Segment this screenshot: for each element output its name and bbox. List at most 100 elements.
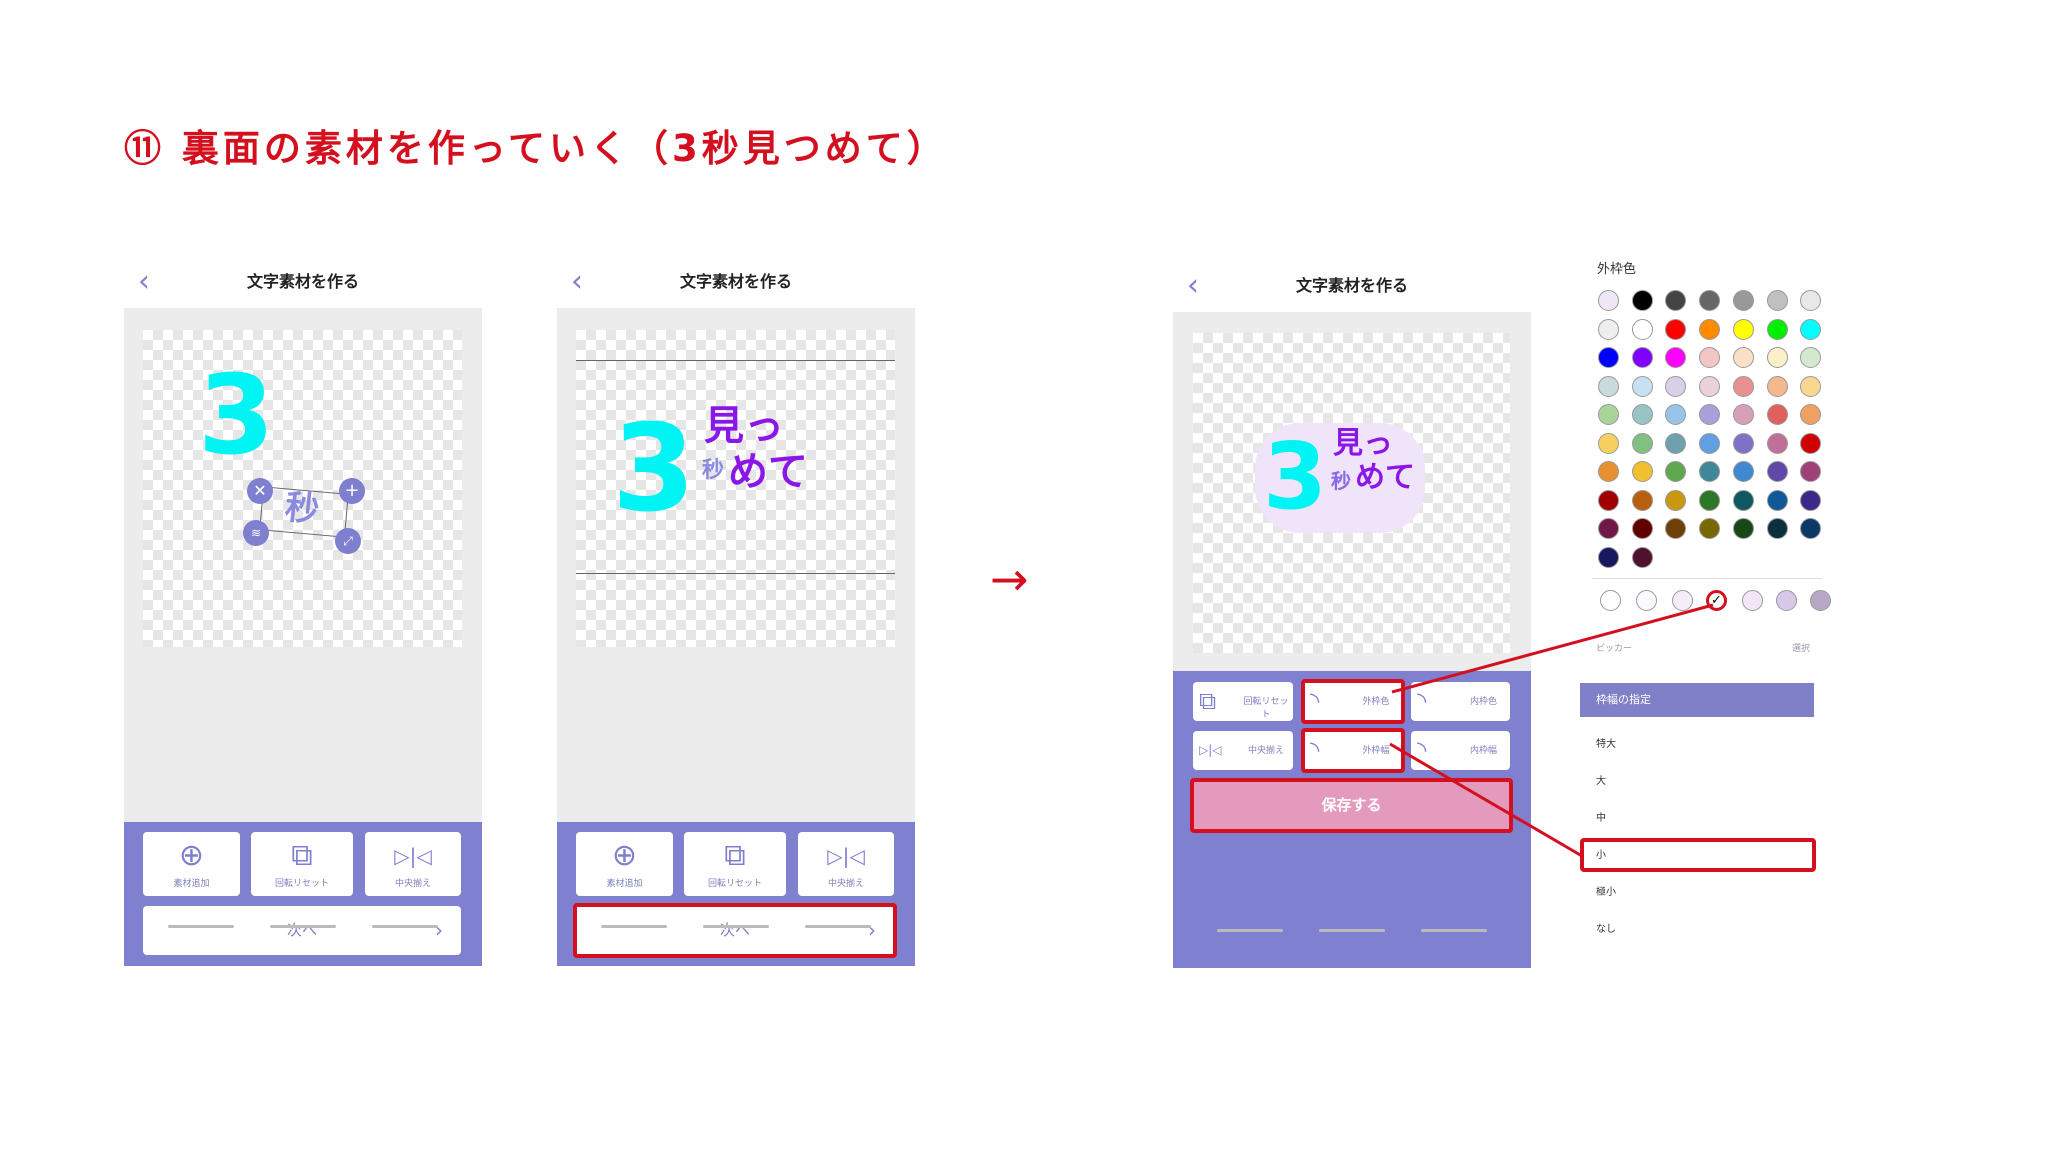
- color-swatch[interactable]: [1631, 461, 1653, 482]
- color-swatch[interactable]: [1598, 347, 1619, 368]
- text-3[interactable]: 3: [198, 351, 275, 479]
- color-swatch[interactable]: [1631, 318, 1653, 340]
- color-swatch[interactable]: [1800, 432, 1822, 454]
- width-option-extra-small[interactable]: 極小: [1596, 887, 1616, 898]
- text-3[interactable]: 3: [612, 400, 696, 539]
- save-button[interactable]: 保存する: [1193, 781, 1510, 830]
- recent-color-swatch[interactable]: [1600, 590, 1621, 611]
- color-swatch[interactable]: [1598, 432, 1619, 454]
- center-align-button[interactable]: ▷|◁中央揃え: [798, 832, 894, 896]
- color-swatch[interactable]: [1631, 546, 1653, 568]
- color-swatch[interactable]: [1631, 432, 1653, 454]
- color-swatch[interactable]: [1766, 432, 1788, 454]
- rotate-reset-button[interactable]: ⧉回転リセット: [1193, 682, 1293, 721]
- canvas[interactable]: 3 見っ 秒 めて: [1193, 333, 1510, 653]
- picker-tab[interactable]: ピッカー: [1596, 644, 1633, 654]
- text-mitsu[interactable]: 見っ: [704, 403, 784, 449]
- color-swatch[interactable]: [1732, 404, 1754, 425]
- width-option-extra-large[interactable]: 特大: [1596, 739, 1616, 750]
- color-swatch[interactable]: [1766, 461, 1788, 482]
- recent-color-swatch[interactable]: [1672, 590, 1693, 611]
- color-swatch[interactable]: [1732, 375, 1754, 397]
- center-align-button[interactable]: ▷|◁中央揃え: [365, 832, 461, 896]
- color-swatch[interactable]: [1665, 347, 1687, 368]
- outer-color-button[interactable]: ◝外枠色: [1304, 682, 1402, 721]
- back-icon[interactable]: ‹: [1187, 268, 1199, 303]
- resize-icon[interactable]: ⤢: [335, 528, 361, 554]
- text-mitsu[interactable]: 見っ: [1333, 426, 1393, 461]
- text-mete[interactable]: めて: [1355, 460, 1415, 495]
- color-swatch[interactable]: [1598, 375, 1619, 397]
- color-swatch[interactable]: [1766, 290, 1788, 311]
- color-swatch[interactable]: [1800, 518, 1822, 539]
- color-swatch[interactable]: [1665, 461, 1687, 482]
- color-swatch[interactable]: [1598, 461, 1619, 482]
- color-swatch[interactable]: [1766, 518, 1788, 539]
- color-swatch[interactable]: [1631, 404, 1653, 425]
- color-swatch[interactable]: [1631, 347, 1653, 368]
- color-swatch[interactable]: [1699, 347, 1721, 368]
- color-swatch[interactable]: [1598, 318, 1619, 340]
- color-swatch[interactable]: [1766, 404, 1788, 425]
- color-swatch[interactable]: [1699, 290, 1721, 311]
- rotate-reset-button[interactable]: ⧉回転リセット: [251, 832, 353, 896]
- color-swatch[interactable]: [1598, 290, 1619, 311]
- color-swatch[interactable]: [1598, 404, 1619, 425]
- color-swatch[interactable]: [1631, 518, 1653, 539]
- color-swatch[interactable]: [1766, 375, 1788, 397]
- back-icon[interactable]: ‹: [138, 264, 150, 299]
- layer-icon[interactable]: ≋: [243, 520, 269, 546]
- color-swatch[interactable]: [1800, 461, 1822, 482]
- color-swatch[interactable]: [1631, 290, 1653, 311]
- width-option-medium[interactable]: 中: [1596, 813, 1606, 824]
- color-swatch[interactable]: [1732, 290, 1754, 311]
- add-material-button[interactable]: ⊕素材追加: [143, 832, 240, 896]
- color-swatch[interactable]: [1732, 461, 1754, 482]
- recent-color-swatch[interactable]: [1636, 590, 1657, 611]
- color-swatch[interactable]: [1732, 347, 1754, 368]
- canvas[interactable]: 3 見っ 秒 めて: [576, 330, 895, 647]
- next-button[interactable]: 次へ›: [576, 906, 894, 955]
- color-swatch[interactable]: [1665, 290, 1687, 311]
- back-icon[interactable]: ‹: [571, 264, 583, 299]
- add-icon[interactable]: +: [339, 478, 365, 504]
- color-swatch[interactable]: [1766, 347, 1788, 368]
- color-swatch[interactable]: [1699, 432, 1721, 454]
- color-swatch[interactable]: [1699, 461, 1721, 482]
- inner-width-button[interactable]: ◝内枠幅: [1411, 731, 1510, 770]
- color-swatch[interactable]: [1699, 518, 1721, 539]
- color-swatch[interactable]: [1631, 489, 1653, 511]
- color-swatch[interactable]: [1699, 404, 1721, 425]
- color-swatch[interactable]: [1800, 290, 1822, 311]
- color-swatch[interactable]: [1631, 375, 1653, 397]
- text-byou[interactable]: 秒: [1331, 469, 1351, 493]
- inner-color-button[interactable]: ◝内枠色: [1411, 682, 1510, 721]
- color-swatch[interactable]: [1665, 318, 1687, 340]
- color-swatch[interactable]: [1800, 347, 1822, 368]
- color-swatch[interactable]: [1699, 489, 1721, 511]
- recent-color-swatch[interactable]: [1776, 590, 1797, 611]
- color-swatch[interactable]: [1732, 489, 1754, 511]
- color-swatch[interactable]: [1800, 404, 1822, 425]
- center-align-button[interactable]: ▷|◁中央揃え: [1193, 731, 1293, 770]
- width-option-none[interactable]: なし: [1596, 924, 1616, 935]
- text-3[interactable]: 3: [1263, 423, 1328, 530]
- recent-color-swatch[interactable]: [1742, 590, 1763, 611]
- color-swatch[interactable]: [1766, 318, 1788, 340]
- width-option-large[interactable]: 大: [1596, 776, 1606, 787]
- color-swatch[interactable]: [1598, 489, 1619, 511]
- select-tab[interactable]: 選択: [1792, 644, 1811, 654]
- color-swatch[interactable]: [1665, 489, 1687, 511]
- delete-icon[interactable]: ✕: [247, 478, 273, 504]
- width-option-small[interactable]: 小: [1596, 850, 1606, 861]
- color-swatch[interactable]: [1665, 432, 1687, 454]
- outer-width-button[interactable]: ◝外枠幅: [1304, 731, 1402, 770]
- color-swatch[interactable]: [1800, 489, 1822, 511]
- color-swatch[interactable]: [1598, 546, 1619, 568]
- color-swatch[interactable]: [1732, 432, 1754, 454]
- color-swatch[interactable]: [1766, 489, 1788, 511]
- color-swatch[interactable]: [1699, 375, 1721, 397]
- color-swatch[interactable]: [1732, 518, 1754, 539]
- color-swatch[interactable]: [1665, 404, 1687, 425]
- canvas[interactable]: 3 秒 ✕ + ≋ ⤢: [143, 330, 462, 647]
